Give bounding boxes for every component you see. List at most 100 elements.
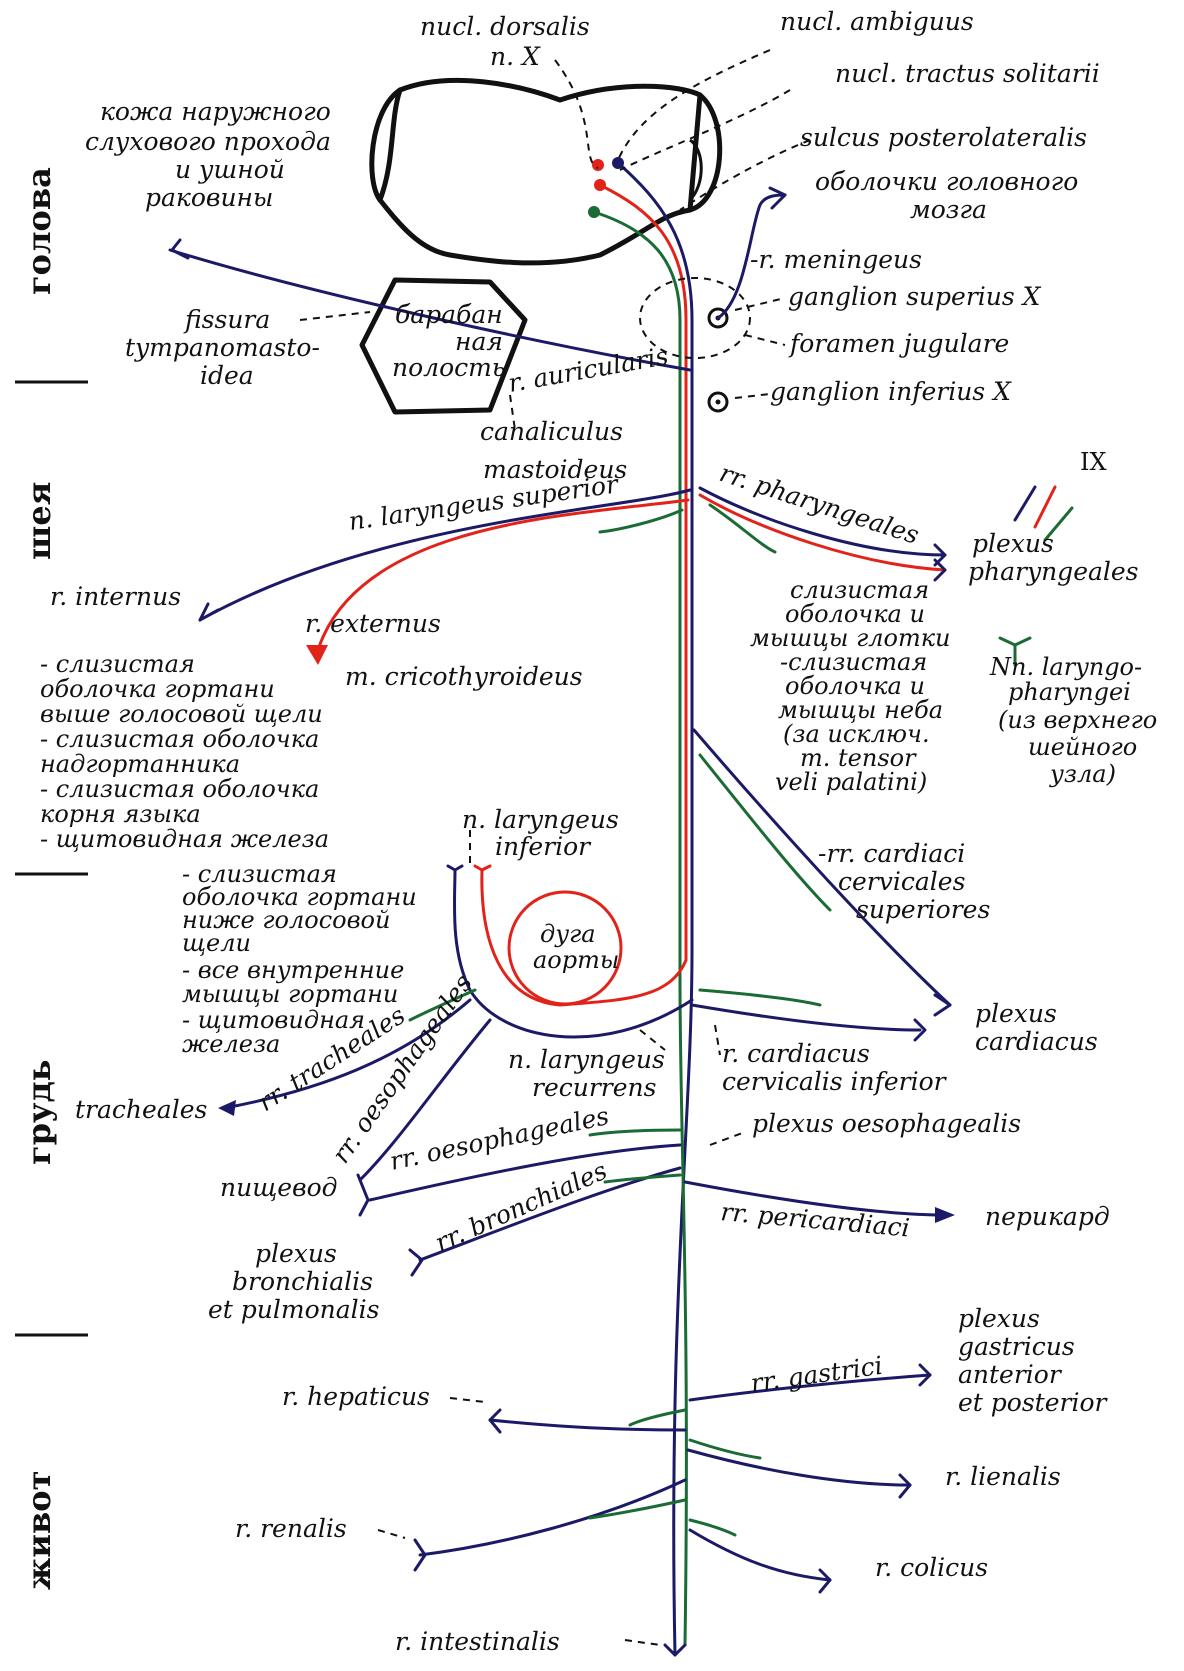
label-nn-laryngopharyngei-4: шейного	[1028, 733, 1137, 761]
r-internus-arrow	[200, 604, 218, 620]
label-sulcus: sulcus posterolateralis	[800, 123, 1087, 152]
label-pharynx: слизистая оболочка и мышцы глотки -слизи…	[750, 576, 951, 796]
label-ganglion-inferius: ganglion inferius X	[770, 377, 1012, 406]
r-hepaticus-green	[630, 1410, 685, 1425]
label-tympanic-1: барабан	[395, 300, 503, 329]
label-larynx-upper-1: - слизистая	[40, 650, 195, 678]
plexus-oesophagealis-pointer	[710, 1132, 745, 1145]
label-skin: кожа наружного слухового прохода и ушной…	[85, 97, 331, 212]
label-foramen-jugulare: foramen jugulare	[788, 329, 1009, 358]
laryngeus-superior-green	[600, 510, 682, 532]
label-nucl-tractus: nucl. tractus solitarii	[835, 59, 1100, 88]
label-pharynx-9: veli palatini)	[775, 768, 927, 796]
label-meninges-1: оболочки головного	[815, 167, 1078, 196]
r-renalis	[420, 1480, 685, 1555]
rr-pharyngeales-green	[710, 505, 775, 552]
label-meninges-2: мозга	[910, 195, 987, 224]
pointer-fissura	[300, 312, 370, 320]
label-plexus-pharyngeales-2: pharyngeales	[968, 557, 1139, 586]
pointer-ganglion-superius	[735, 298, 785, 310]
label-larynx-upper: - слизистая оболочка гортани выше голосо…	[40, 650, 329, 853]
r-cardiacus-inferior-green	[700, 990, 820, 1005]
label-n-laryngeus-recurrens: n. laryngeus recurrens	[508, 1045, 665, 1102]
laryngeus-inferior-end-red	[475, 866, 490, 870]
label-tympanic-3: полость	[392, 353, 505, 382]
label-r-renalis: r. renalis	[235, 1514, 347, 1543]
brainstem-outline	[380, 80, 700, 263]
label-nucl-dorsalis: nucl. dorsalis	[420, 12, 590, 41]
label-m-cricothyroideus: m. cricothyroideus	[345, 662, 583, 691]
label-plexus-cardiacus: plexus cardiacus	[975, 999, 1098, 1056]
label-skin-3: и ушной	[175, 155, 285, 184]
label-r-hepaticus: r. hepaticus	[282, 1382, 430, 1411]
ix-blue	[1015, 487, 1035, 520]
label-plexus-pharyngeales-1: plexus	[972, 529, 1054, 558]
label-n-laryngeus-inferior-1: n. laryngeus	[462, 805, 619, 834]
label-larynx-lower-6: мышцы гортани	[182, 980, 398, 1008]
ganglion-inferius-core	[716, 400, 721, 405]
label-pericardium: перикард	[985, 1202, 1110, 1231]
region-head: голова	[20, 167, 58, 295]
pointer-intestinalis	[625, 1640, 660, 1645]
label-skin-2: слухового прохода	[85, 127, 331, 156]
rr-tracheales-arrow	[218, 1100, 236, 1116]
esophagus-end	[358, 1175, 368, 1215]
label-r-cardiacus-inferior-2: cervicalis inferior	[722, 1067, 948, 1096]
label-fissura-1: fissura	[183, 305, 270, 334]
label-plexus-gastricus-3: anterior	[958, 1360, 1063, 1389]
label-aorta-1: дуга	[540, 920, 596, 948]
label-r-externus: r. externus	[305, 609, 441, 638]
label-tracheales: tracheales	[75, 1095, 207, 1124]
label-fissura: fissura tympanomasto- idea	[125, 305, 320, 390]
label-n-laryngeus-inferior-2: inferior	[495, 832, 592, 861]
label-larynx-upper-2: оболочка гортани	[40, 675, 275, 703]
label-rr-cardiaci-1: -rr. cardiaci	[818, 839, 965, 868]
label-tympanic: барабан ная полость	[392, 300, 505, 382]
label-plexus-bronchialis-2: bronchialis	[232, 1267, 373, 1296]
label-canaliculus-1: canaliculus	[480, 417, 623, 446]
label-esophagus: пищевод	[220, 1173, 337, 1202]
label-nn-laryngopharyngei-3: (из верхнего	[998, 706, 1157, 734]
r-colicus-end	[820, 1570, 830, 1592]
label-rr-cardiaci-3: superiores	[856, 895, 990, 924]
r-lienalis-green	[690, 1440, 760, 1458]
r-externus-arrow	[306, 645, 328, 665]
pointer-nucl-dorsalis	[555, 60, 598, 168]
label-plexus-oesophagealis: plexus oesophagealis	[752, 1109, 1021, 1138]
label-r-intestinalis: r. intestinalis	[395, 1627, 560, 1656]
pointer-ganglion-inferius	[735, 394, 770, 398]
label-nucl-ambiguus: nucl. ambiguus	[780, 7, 974, 36]
pharyngeal-end	[935, 545, 945, 580]
label-rr-bronchiales: rr. bronchiales	[431, 1156, 612, 1258]
label-larynx-upper-5: надгортанника	[40, 750, 240, 778]
region-neck: шея	[20, 482, 58, 560]
label-meninges: оболочки головного мозга	[815, 167, 1078, 224]
label-plexus-gastricus-1: plexus	[958, 1304, 1040, 1333]
label-plexus-gastricus-4: et posterior	[958, 1388, 1109, 1417]
label-nn-laryngopharyngei-1: Nn. laryngo-	[989, 653, 1142, 681]
plexus-bronchialis-end	[410, 1250, 422, 1275]
label-larynx-upper-6: - слизистая оболочка	[40, 775, 319, 803]
label-plexus-gastricus: plexus gastricus anterior et posterior	[958, 1304, 1109, 1417]
label-larynx-lower-4: щели	[182, 929, 251, 957]
label-nn-laryngopharyngei: Nn. laryngo- pharyngei (из верхнего шейн…	[989, 653, 1157, 788]
label-aorta: дуга аорты	[533, 920, 619, 974]
region-chest: грудь	[20, 1059, 58, 1165]
label-r-internus: r. internus	[50, 582, 181, 611]
label-skin-4: раковины	[145, 183, 273, 212]
label-rr-cardiaci-cervicales: -rr. cardiaci cervicales superiores	[818, 839, 990, 924]
label-fissura-3: idea	[200, 361, 254, 390]
label-rr-cardiaci-2: cervicales	[838, 867, 965, 896]
auricular-end	[172, 240, 188, 258]
label-plexus-cardiacus-1: plexus	[975, 999, 1057, 1028]
label-ix: IX	[1080, 448, 1107, 476]
label-recurrens-2: recurrens	[532, 1073, 656, 1102]
pointer-cardiacus-inferior	[715, 1025, 720, 1055]
trunk-red	[600, 185, 686, 960]
label-larynx-upper-7: корня языка	[40, 800, 201, 828]
label-plexus-bronchialis-1: plexus	[255, 1239, 337, 1268]
label-r-cardiacus-inferior-1: r. cardiacus	[722, 1039, 870, 1068]
label-rr-gastrici: rr. gastrici	[749, 1351, 885, 1398]
label-larynx-upper-4: - слизистая оболочка	[40, 725, 319, 753]
r-lienalis	[688, 1450, 910, 1485]
